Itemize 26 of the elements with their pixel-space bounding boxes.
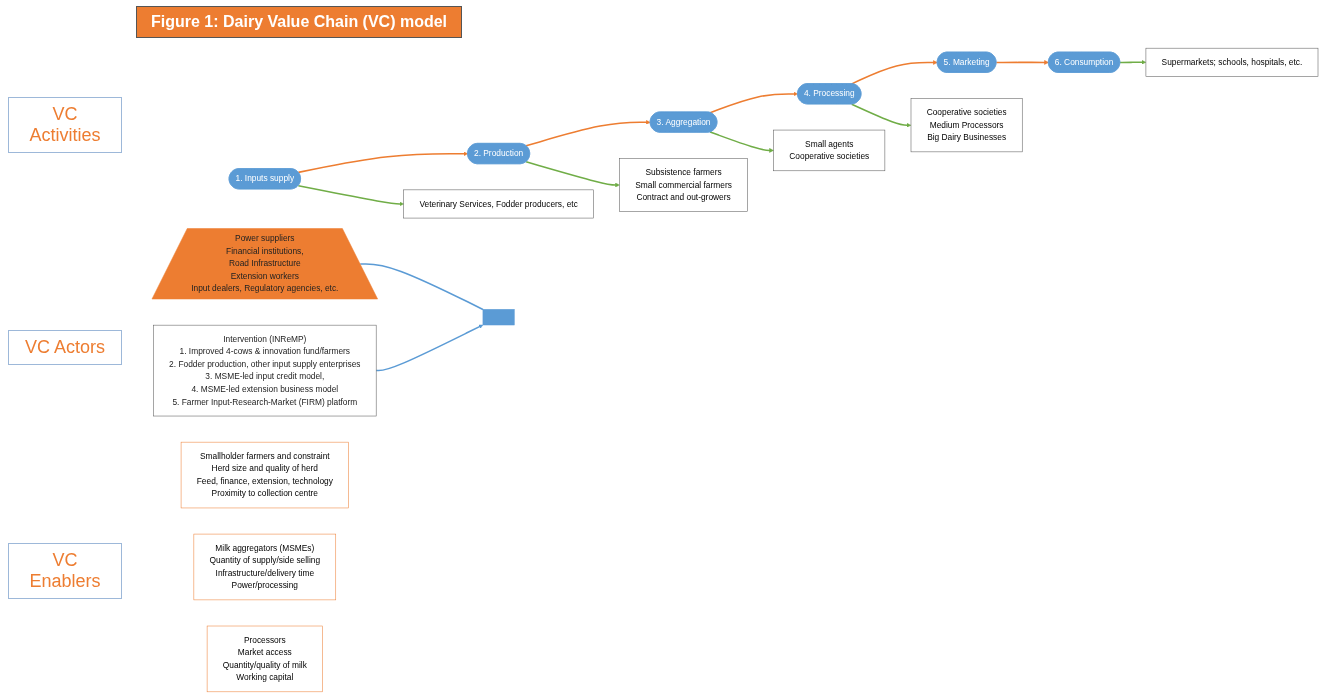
node-box: Small agents Cooperative societies: [773, 129, 886, 172]
section-label: VC Actors: [8, 330, 122, 366]
arrow: [995, 60, 1049, 65]
arrow: [525, 120, 651, 147]
arrow: [850, 60, 938, 85]
node-box: Subsistence farmers Small commercial farmers Contract and out-growers: [619, 158, 748, 212]
arrow: [297, 184, 404, 207]
node-box: Intervention (INReMP) 1. Improved 4-cows & innovation fund/farmers 2. Fodder production, other input supply enterprises 3. MSME-led input credit model, 4. MSME-led extension business model 5. Farmer Input-Research-Market (FIRM) platform: [153, 324, 377, 417]
node-box: Processors Market access Quantity/quality of milk Working capital: [206, 625, 323, 693]
node-bar: [482, 309, 515, 326]
node-box: Supermarkets; schools, hospitals, etc.: [1145, 47, 1319, 77]
section-label: VC Activities: [8, 96, 122, 153]
arrow: [525, 161, 620, 188]
arrow: [709, 131, 774, 153]
arrow: [709, 91, 798, 114]
arrow: [1119, 60, 1147, 65]
arrow: [850, 103, 912, 128]
node-box: Cooperative societies Medium Processors Big Dairy Businesses: [910, 98, 1023, 153]
section-label: VC Enablers: [8, 543, 122, 600]
node-box: Milk aggregators (MSMEs) Quantity of supply/side selling Infrastructure/delivery time Power/processing: [193, 533, 336, 601]
node-box: Veterinary Services, Fodder producers, etc: [403, 189, 594, 219]
arrow: [375, 324, 484, 372]
connector: [359, 263, 484, 311]
figure-title: Figure 1: Dairy Value Chain (VC) model: [136, 6, 463, 38]
arrow: [297, 151, 468, 174]
node-box: Smallholder farmers and constraint Herd size and quality of herd Feed, finance, extension, technology Proximity to collection centre: [180, 441, 349, 509]
